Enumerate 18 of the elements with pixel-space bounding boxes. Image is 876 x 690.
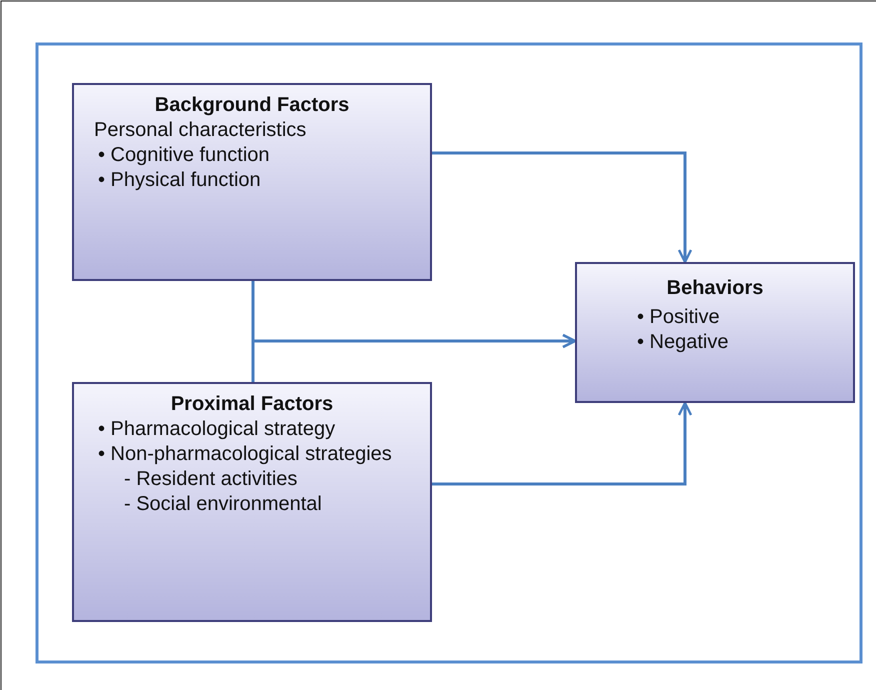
- list-item: • Negative: [636, 330, 730, 355]
- list-item: • Positive: [636, 305, 721, 330]
- box-heading: Proximal Factors: [170, 392, 334, 417]
- box-heading: Behaviors: [666, 276, 764, 301]
- proximal-factors-box: [72, 382, 432, 622]
- list-item: • Cognitive function: [97, 143, 271, 168]
- list-item: - Social environmental: [123, 492, 323, 517]
- behaviors-box: [575, 262, 855, 403]
- list-item: • Non-pharmacological strategies: [97, 442, 393, 467]
- connector-arrow: [432, 402, 692, 486]
- connector-arrow: [252, 334, 576, 382]
- list-item: - Resident activities: [123, 467, 298, 492]
- connector-arrow: [432, 152, 692, 264]
- box-heading: Background Factors: [154, 93, 350, 118]
- list-item: • Pharmacological strategy: [97, 417, 336, 442]
- list-item: • Physical function: [97, 168, 262, 193]
- background-factors-box: [72, 83, 432, 281]
- list-item: Personal characteristics: [93, 118, 308, 143]
